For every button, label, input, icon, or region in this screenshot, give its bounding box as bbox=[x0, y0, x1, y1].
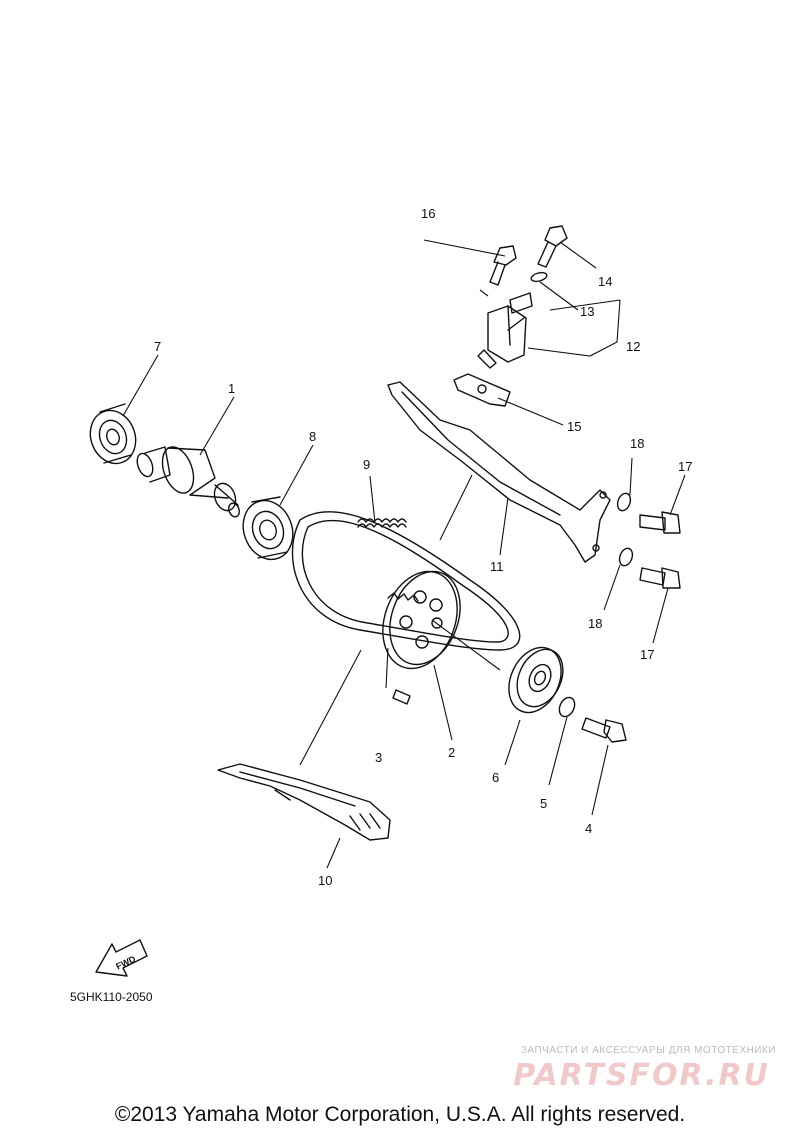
callout-14: 14 bbox=[598, 274, 612, 289]
watermark-tagline: ЗАПЧАСТИ И АКСЕССУАРЫ ДЛЯ МОТОТЕХНИКИ bbox=[520, 1045, 776, 1056]
watermark-logo: PARTSFOR.RU bbox=[513, 1058, 770, 1093]
bolt-part-14 bbox=[537, 225, 568, 268]
callout-18b: 18 bbox=[588, 616, 602, 631]
tensioner-part-12 bbox=[477, 292, 533, 369]
callout-13: 13 bbox=[580, 304, 594, 319]
callout-12: 12 bbox=[626, 339, 640, 354]
callout-11: 11 bbox=[490, 559, 504, 574]
bearing-part-7 bbox=[89, 403, 137, 465]
callout-17a: 17 bbox=[678, 459, 692, 474]
chain-guide-part-10 bbox=[217, 763, 391, 841]
callout-3: 3 bbox=[375, 750, 382, 765]
callout-18a: 18 bbox=[630, 436, 644, 451]
callout-16: 16 bbox=[421, 206, 435, 221]
washer-part-18b bbox=[618, 547, 634, 567]
fwd-label: FWD bbox=[114, 954, 137, 972]
callout-17b: 17 bbox=[640, 647, 654, 662]
leader-lines bbox=[122, 239, 686, 869]
callout-9: 9 bbox=[363, 457, 370, 472]
bolt-part-4 bbox=[581, 717, 627, 743]
tensioner-guide-part-11 bbox=[387, 381, 611, 563]
washer-part-18a bbox=[616, 492, 632, 512]
spring-part-9 bbox=[357, 518, 407, 528]
decompressor-part-6 bbox=[508, 646, 564, 714]
callout-2: 2 bbox=[448, 745, 455, 760]
callout-10: 10 bbox=[318, 873, 332, 888]
callout-15: 15 bbox=[567, 419, 581, 434]
bolt-part-17b bbox=[639, 567, 681, 589]
callout-6: 6 bbox=[492, 770, 499, 785]
dowel-pin-part-3 bbox=[392, 689, 411, 705]
callout-4: 4 bbox=[585, 821, 592, 836]
cam-sprocket-part-2 bbox=[382, 570, 461, 670]
bolt-part-17a bbox=[639, 511, 681, 534]
callout-7: 7 bbox=[154, 339, 161, 354]
fwd-arrow-icon bbox=[95, 939, 148, 977]
part-number-labels: 1 2 3 4 5 6 7 8 9 10 11 12 13 14 15 16 1… bbox=[114, 206, 692, 972]
washer-part-5 bbox=[558, 696, 576, 718]
copyright-notice: ©2013 Yamaha Motor Corporation, U.S.A. A… bbox=[114, 1103, 686, 1126]
callout-8: 8 bbox=[309, 429, 316, 444]
bolt-part-16 bbox=[489, 245, 517, 286]
callout-1: 1 bbox=[228, 381, 235, 396]
bearing-part-8 bbox=[242, 496, 294, 561]
figure-code: 5GHK110-2050 bbox=[70, 990, 153, 1004]
gasket-part-15 bbox=[453, 373, 511, 407]
o-ring-part-13 bbox=[530, 271, 548, 283]
camshaft-part-1 bbox=[136, 446, 240, 518]
callout-5: 5 bbox=[540, 796, 547, 811]
